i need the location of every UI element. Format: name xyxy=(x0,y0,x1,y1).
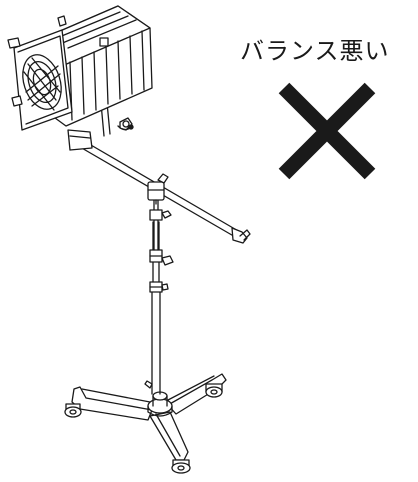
pole-lock-knob-upper xyxy=(161,210,172,219)
pole-lock-knob-lower xyxy=(161,255,174,291)
caster-right xyxy=(205,383,223,398)
fresnel-lens xyxy=(22,54,62,111)
caster-front xyxy=(171,459,191,474)
boom-arm xyxy=(79,140,251,244)
power-cord xyxy=(117,124,134,131)
tripod-base xyxy=(71,373,227,461)
stand-pole xyxy=(149,199,163,395)
balance-warning-caption: バランス悪い xyxy=(240,37,390,65)
cross-mark-icon xyxy=(278,82,376,180)
caster-left xyxy=(64,403,82,418)
